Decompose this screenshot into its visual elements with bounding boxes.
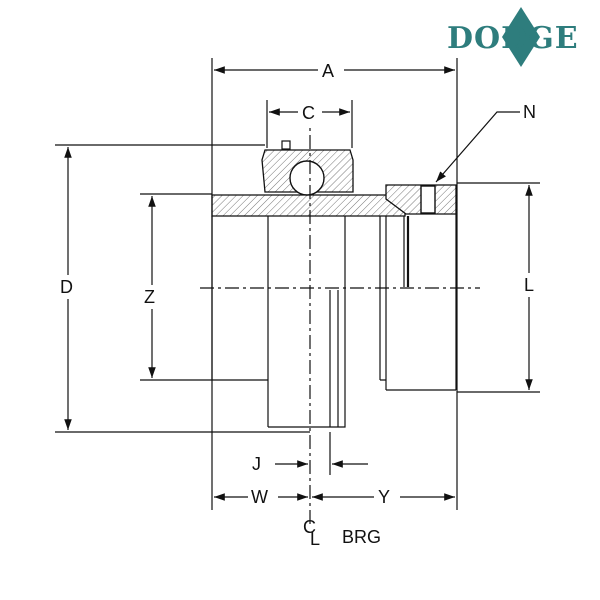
set-screw [281,140,291,150]
dim-j-label: J [252,454,261,474]
dim-n-label: N [523,102,536,122]
dim-y-label: Y [378,487,390,507]
centerline-brg-label: C L BRG [303,517,381,549]
bearing-insert [261,140,354,196]
centerline-symbol-sub: L [310,529,320,549]
dim-w-label: W [251,487,268,507]
dim-d-label: D [60,277,73,297]
bearing-ball [289,160,325,196]
dim-l-label: L [524,275,534,295]
housing-flange [211,194,406,217]
collar-screw [420,185,436,214]
dim-n-leader [435,111,520,183]
shaft-collar [268,216,346,428]
dim-z-label: Z [144,287,155,307]
housing-body [211,216,387,427]
dim-c-label: C [302,103,315,123]
extension-lines [55,58,540,510]
dim-a-label: A [322,61,334,81]
lock-collar [385,184,457,391]
centerline-symbol: C [303,517,316,537]
centerline-text: BRG [342,527,381,547]
logo-text: DODGE [447,21,579,56]
logo-diamond [502,7,540,67]
dodge-logo: DODGE [447,7,579,67]
